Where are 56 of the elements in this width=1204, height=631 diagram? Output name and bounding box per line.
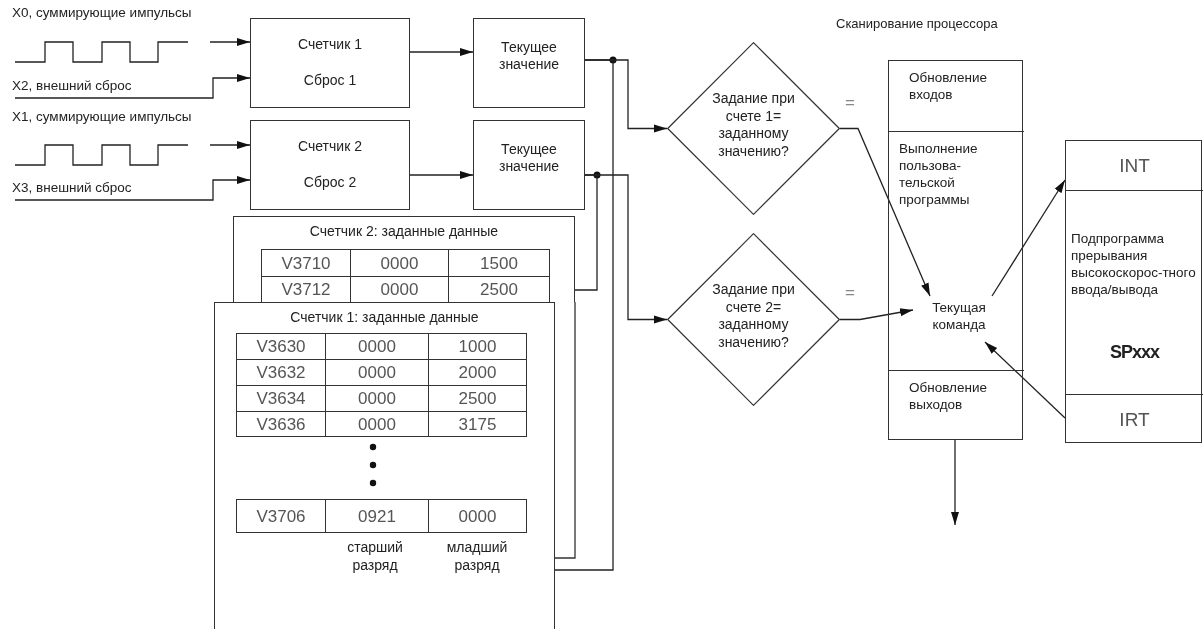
interrupt-box — [1065, 140, 1202, 443]
data-panel — [214, 302, 555, 629]
table-cell: 3175 — [428, 411, 527, 437]
counter-box — [250, 120, 410, 210]
box-label: Сброс 1 — [303, 72, 357, 90]
table-cell: 0000 — [428, 499, 527, 533]
value-box — [473, 18, 585, 108]
panel-title: Счетчик 1: заданные данные — [289, 309, 480, 327]
instruction-name: INT — [1119, 153, 1150, 178]
arrow — [14, 176, 251, 201]
value-box — [473, 120, 585, 210]
arrow — [14, 74, 251, 99]
counter-box — [250, 18, 410, 108]
arrow — [984, 341, 1066, 419]
arrow — [839, 127, 931, 297]
arrow — [991, 179, 1066, 297]
subroutine-text: Подпрограмма прерывания высокоскорос-тного ввода/вывода — [1071, 231, 1197, 299]
decision-text: Задание при счете 1= заданному значению? — [711, 90, 796, 160]
signal-name: X3, внешний сброс — [12, 180, 172, 200]
arrow — [409, 48, 474, 56]
table-cell: V3636 — [236, 411, 326, 437]
table-cell: 1000 — [428, 333, 527, 360]
box-label: Текущее значение — [497, 38, 560, 74]
decision-diamond — [667, 42, 840, 215]
table-cell: 1500 — [448, 249, 550, 277]
box-label: Счетчик 1 — [298, 36, 362, 54]
step-text: Обновление входов — [909, 70, 988, 104]
data-panel — [233, 216, 575, 302]
box-label: Счетчик 2 — [298, 138, 362, 156]
table-cell: V3706 — [236, 499, 326, 533]
column-caption: старший разряд — [346, 539, 404, 574]
decision-diamond — [667, 233, 840, 406]
instruction-name: SPxxx — [1108, 341, 1161, 364]
instruction-name: IRT — [1119, 407, 1150, 432]
arrow — [209, 38, 251, 46]
table-cell: V3710 — [261, 249, 351, 277]
section-heading: Сканирование процессора — [836, 16, 998, 33]
table-cell: V3630 — [236, 333, 326, 360]
column-caption: младший разряд — [445, 539, 509, 574]
signal-name: X1, суммирующие импульсы — [12, 109, 192, 126]
connector-line — [554, 59, 614, 571]
signal-name: X2, внешний сброс — [12, 78, 172, 98]
step-label: Текущая команда — [914, 297, 1004, 343]
decision-text: Задание при счете 2= заданному значению? — [711, 281, 796, 351]
box-label: Сброс 2 — [303, 174, 357, 192]
box-label: Текущее значение — [497, 140, 560, 176]
table-cell: 0921 — [325, 499, 429, 533]
signal-name: X0, суммирующие импульсы — [12, 5, 192, 22]
step-text: Выполнение пользова-тельской программы — [899, 141, 979, 209]
arrow — [409, 171, 474, 179]
arrow — [951, 439, 959, 526]
arrow — [209, 141, 251, 149]
arrow — [839, 308, 914, 321]
connector-line — [574, 174, 598, 291]
panel-title: Счетчик 2: заданные данные — [308, 223, 500, 241]
step-text: Обновление выходов — [909, 380, 988, 414]
